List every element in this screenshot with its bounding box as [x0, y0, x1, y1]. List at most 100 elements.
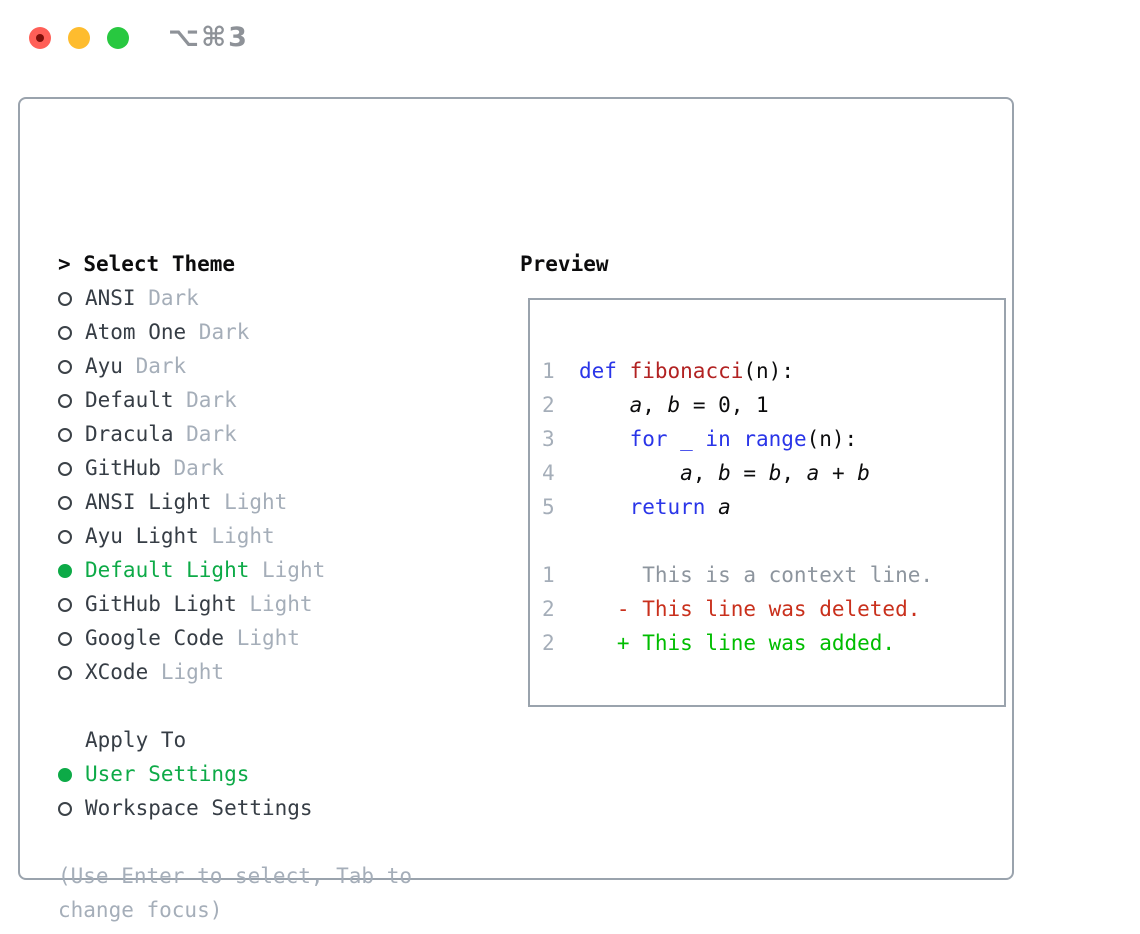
code-token [579, 461, 680, 485]
code-token [617, 359, 630, 383]
code-token: for _ in range [629, 427, 807, 451]
help-text-line2: change focus) [58, 898, 223, 922]
radio-unselected-icon [58, 292, 72, 306]
line-number: 5 [542, 495, 555, 519]
radio-unselected-icon [58, 530, 72, 544]
diff-text: This is a context line. [579, 563, 934, 587]
theme-option[interactable]: Ayu Light Light [58, 519, 412, 553]
theme-option[interactable]: Google Code Light [58, 621, 412, 655]
theme-variant-label: Light [236, 592, 313, 616]
line-number: 1 [542, 563, 555, 587]
apply-to-option-label: User Settings [85, 762, 250, 786]
preview-box: 1 def fibonacci(n): 2 a, b = 0, 1 3 for _ i… [528, 298, 1006, 707]
theme-name-label: Ayu [85, 354, 123, 378]
theme-variant-label: Dark [173, 422, 237, 446]
code-line: 4 a, b = b, a + b [542, 456, 1004, 490]
theme-name-label: ANSI Light [85, 490, 212, 514]
code-token: = [730, 461, 769, 485]
code-token: b [667, 393, 681, 417]
code-line: 2 a, b = 0, 1 [542, 388, 1004, 422]
radio-unselected-icon [58, 598, 72, 612]
theme-option[interactable]: Atom One Dark [58, 315, 412, 349]
preview-title: Preview [520, 252, 609, 276]
close-button[interactable] [29, 27, 51, 49]
apply-to-option[interactable]: Workspace Settings [58, 791, 412, 825]
apply-to-option[interactable]: User Settings [58, 757, 412, 791]
theme-variant-label: Light [224, 626, 300, 650]
theme-name-label: GitHub Light [85, 592, 237, 616]
diff-text: + This line was added. [579, 631, 896, 655]
theme-variant-label: Dark [135, 286, 199, 310]
code-token: , [642, 393, 668, 417]
code-token: , [692, 461, 719, 485]
code-token: def [579, 359, 617, 383]
apply-to-heading: Apply To [58, 723, 412, 757]
code-token [579, 393, 630, 417]
theme-variant-label: Light [249, 558, 326, 582]
code-token [705, 495, 718, 519]
preview-code: 1 def fibonacci(n): 2 a, b = 0, 1 3 for _ i… [530, 300, 1004, 660]
theme-variant-label: Dark [160, 456, 225, 480]
line-number: 3 [542, 427, 555, 451]
radio-unselected-icon [58, 666, 72, 680]
line-number: 4 [542, 461, 555, 485]
theme-option[interactable]: Default Light Light [58, 553, 412, 587]
theme-option[interactable]: Dracula Dark [58, 417, 412, 451]
window-shortcut-label: ⌥⌘3 [168, 22, 249, 53]
line-number: 2 [542, 631, 555, 655]
theme-variant-label: Light [198, 524, 275, 548]
theme-name-label: Default Light [85, 558, 250, 582]
radio-unselected-icon [58, 496, 72, 510]
theme-option[interactable]: Default Dark [58, 383, 412, 417]
diff-line: 1 This is a context line. [542, 558, 1004, 592]
code-token: + [819, 461, 858, 485]
theme-option[interactable]: XCode Light [58, 655, 412, 689]
code-token [579, 495, 630, 519]
radio-unselected-icon [58, 462, 72, 476]
theme-name-label: Default [85, 388, 174, 412]
apply-to-title: Apply To [85, 728, 187, 752]
code-token: (n): [743, 359, 794, 383]
radio-unselected-icon [58, 632, 72, 646]
theme-variant-label: Dark [173, 388, 237, 412]
line-number: 2 [542, 597, 555, 621]
radio-unselected-icon [58, 326, 72, 340]
code-token: fibonacci [629, 359, 744, 383]
zoom-button[interactable] [107, 27, 129, 49]
theme-name-label: ANSI [85, 286, 136, 310]
code-token [579, 427, 630, 451]
code-token: return [629, 495, 706, 519]
theme-option[interactable]: GitHub Dark [58, 451, 412, 485]
code-token: = 0, 1 [680, 393, 769, 417]
blank-line [542, 524, 1004, 558]
theme-variant-label: Light [148, 660, 225, 684]
theme-option[interactable]: Ayu Dark [58, 349, 412, 383]
theme-variant-label: Dark [186, 320, 250, 344]
theme-name-label: XCode [85, 660, 149, 684]
theme-option[interactable]: ANSI Light Light [58, 485, 412, 519]
theme-name-label: GitHub [85, 456, 161, 480]
minimize-button[interactable] [68, 27, 90, 49]
radio-unselected-icon [58, 394, 72, 408]
radio-unselected-icon [58, 802, 72, 816]
code-token: b [718, 461, 731, 485]
code-line: 5 return a [542, 490, 1004, 524]
spacer [58, 689, 412, 723]
theme-option[interactable]: GitHub Light Light [58, 587, 412, 621]
select-theme-heading: > Select Theme [58, 247, 412, 281]
code-token: b [768, 461, 782, 485]
close-active-dot-icon [36, 34, 44, 42]
code-token: a [629, 393, 643, 417]
theme-variant-label: Dark [122, 354, 187, 378]
select-theme-title: Select Theme [83, 252, 236, 276]
theme-name-label: Ayu Light [85, 524, 199, 548]
radio-unselected-icon [58, 360, 72, 374]
code-token: b [857, 461, 870, 485]
theme-name-label: Dracula [85, 422, 174, 446]
theme-option[interactable]: ANSI Dark [58, 281, 412, 315]
radio-selected-icon [58, 768, 72, 782]
apply-to-option-label: Workspace Settings [85, 796, 313, 820]
